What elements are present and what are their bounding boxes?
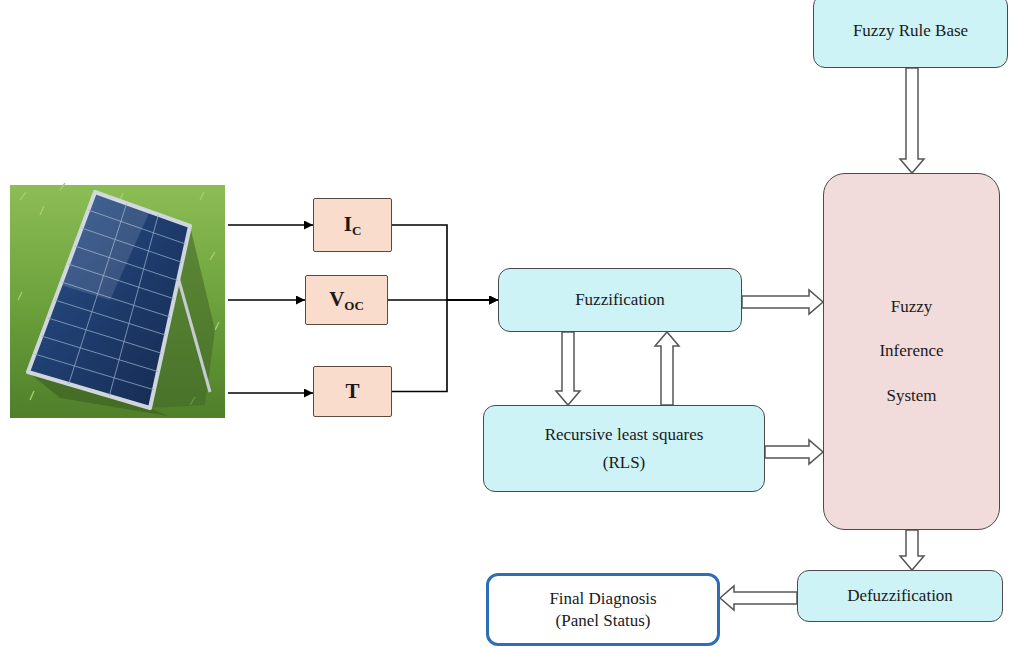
block-arrow (556, 332, 580, 405)
symbol-subscript: C (352, 223, 361, 238)
box-label: Fuzzification (575, 290, 665, 310)
block-arrow (765, 440, 823, 464)
process-box: Fuzzy Rule Base (813, 0, 1008, 68)
box-label: Fuzzy Rule Base (853, 21, 968, 41)
input-box: IC (313, 198, 392, 252)
input-box: VOC (305, 275, 388, 325)
block-arrow (900, 68, 924, 173)
block-arrow (900, 530, 924, 570)
signal-arrow (228, 392, 313, 394)
symbol-letter: I (344, 212, 352, 236)
box-label: Fuzzy Inference System (867, 285, 957, 418)
box-label: T (345, 379, 359, 404)
box-label: Recursive least squares (RLS) (537, 421, 712, 475)
block-arrow (720, 586, 797, 610)
solar-panel (28, 192, 190, 408)
block-arrow (742, 290, 823, 314)
box-label: Final Diagnosis (Panel Status) (541, 588, 666, 631)
signal-arrow (228, 299, 305, 301)
box-label: IC (344, 212, 362, 239)
panel-glare (60, 192, 150, 300)
signal-line (392, 225, 498, 300)
symbol-letter: V (329, 287, 344, 311)
box-label: VOC (329, 287, 364, 314)
signal-line (392, 300, 498, 392)
grass-ground (10, 185, 225, 418)
process-box: Recursive least squares (RLS) (483, 405, 765, 492)
block-arrow (655, 332, 679, 405)
process-box: Defuzzification (797, 570, 1003, 622)
signal-arrow (228, 224, 313, 226)
process-box: Fuzzification (498, 268, 742, 332)
panel-stand-leg (176, 270, 210, 392)
input-box: T (313, 366, 392, 417)
box-label: Defuzzification (847, 586, 953, 606)
output-box: Final Diagnosis (Panel Status) (486, 573, 720, 646)
symbol-subscript: OC (344, 298, 364, 313)
process-box: Fuzzy Inference System (823, 173, 1000, 530)
